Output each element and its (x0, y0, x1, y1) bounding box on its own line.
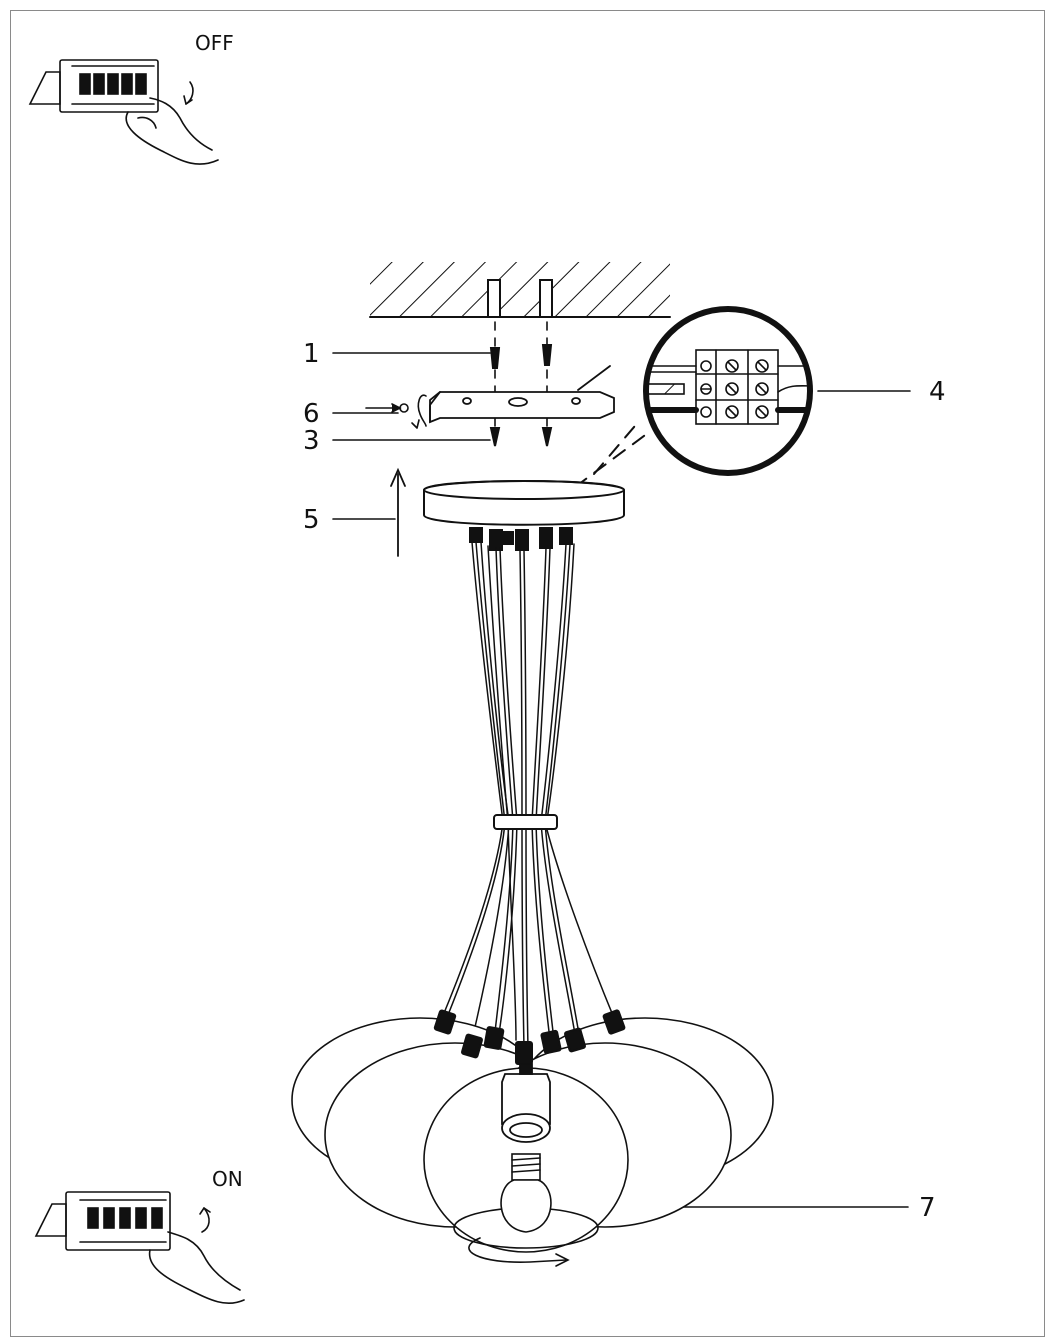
wall-plugs (489, 344, 553, 369)
ceiling (369, 262, 671, 318)
rotate-arrow-icon (468, 1237, 570, 1267)
callout-6: 6 (303, 399, 320, 429)
glass-globes (291, 1017, 774, 1253)
callout-labels: 1 6 3 5 4 7 (303, 339, 946, 1223)
ceiling-canopy (423, 480, 625, 551)
callout-4: 4 (929, 377, 946, 407)
callout-7: 7 (919, 1193, 936, 1223)
terminal-screws (725, 359, 769, 419)
breaker-off-icon (28, 59, 219, 165)
breaker-off-label: OFF (195, 31, 234, 55)
pendant-cables (441, 541, 615, 1049)
light-bulb-icon (500, 1153, 552, 1233)
guide-lines (494, 321, 548, 441)
callout-3: 3 (303, 426, 320, 456)
breaker-on-label: ON (212, 1167, 243, 1191)
mounting-bracket (429, 365, 615, 424)
page-border (10, 10, 1045, 1337)
breaker-on-icon (34, 1191, 245, 1305)
terminal-block-detail (574, 306, 813, 488)
lamp-holder (501, 1063, 551, 1143)
callout-1: 1 (303, 339, 320, 369)
callout-5: 5 (303, 505, 320, 535)
screws (489, 427, 553, 447)
lift-arrow-icon (390, 467, 406, 557)
set-screw-icon (365, 394, 427, 429)
cable-collar (493, 814, 558, 830)
